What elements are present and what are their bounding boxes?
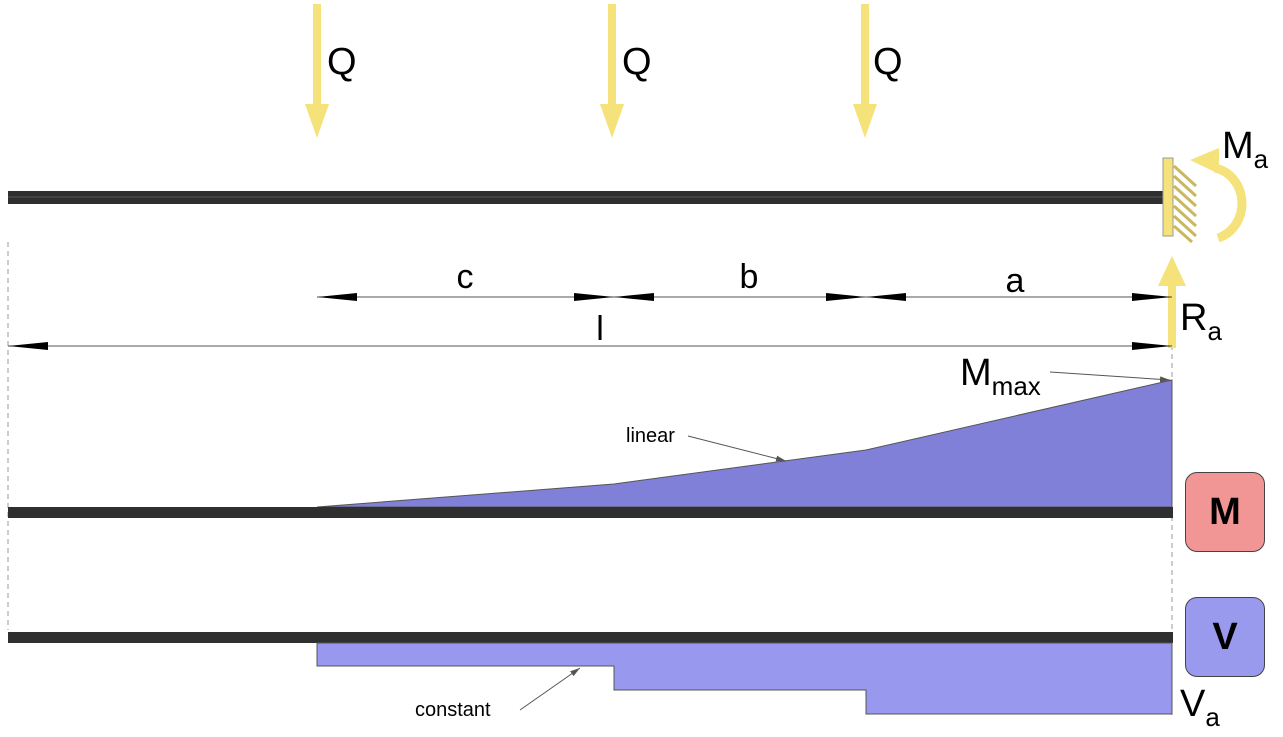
dimension-b-label: b (740, 258, 759, 296)
load-arrow-2 (600, 4, 624, 138)
shear-constant-note: constant (415, 699, 491, 721)
moment-linear-note: linear (626, 425, 675, 447)
support-moment-label: Ma (1222, 125, 1269, 174)
load-label-3: Q (873, 41, 903, 83)
load-label-2: Q (622, 41, 652, 83)
reaction-label: Ra (1180, 297, 1222, 346)
reaction-arrow (1158, 256, 1186, 348)
moment-baseline-beam (8, 507, 1173, 518)
dimension-l-label: l (596, 310, 604, 348)
moment-badge: M (1185, 472, 1265, 552)
load-arrow-1 (305, 4, 329, 138)
shear-constant-leader (519, 667, 581, 711)
moment-linear-leader (687, 435, 787, 462)
shear-diagram-area (316, 642, 1173, 715)
fixed-support-icon (1162, 157, 1198, 244)
moment-max-label: Mmax (960, 352, 1041, 401)
shear-baseline-beam (8, 632, 1173, 643)
moment-max-leader (1049, 371, 1171, 383)
shear-badge: V (1185, 597, 1265, 677)
moment-diagram-area (316, 379, 1173, 508)
shear-end-label: Va (1180, 683, 1220, 732)
load-arrow-3 (853, 4, 877, 138)
dimension-c-label: c (457, 258, 474, 296)
load-label-1: Q (327, 41, 357, 83)
support-moment-arrow (1190, 148, 1247, 243)
dimension-a-label: a (1006, 262, 1025, 300)
